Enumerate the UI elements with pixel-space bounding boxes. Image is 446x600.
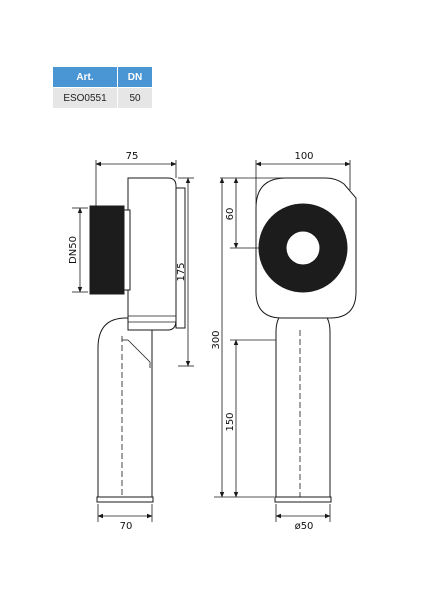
dim-front-outlet-diameter: ø50 <box>295 521 314 532</box>
dim-side-height: 175 <box>176 262 187 281</box>
side-body <box>127 177 177 331</box>
side-pipe-end <box>96 496 154 503</box>
dim-side-connector: DN50 <box>68 236 79 264</box>
side-lower-pipe <box>97 317 153 498</box>
side-view <box>89 177 186 503</box>
spec-table-header-row: Art. DN <box>52 66 153 88</box>
front-pipe-end <box>274 496 332 503</box>
front-view <box>255 177 357 503</box>
dim-front-lower-height: 150 <box>225 412 236 431</box>
cell-art-value: ESO0551 <box>52 87 118 109</box>
side-dimensions <box>72 160 194 522</box>
side-seal <box>89 205 125 295</box>
dim-side-width-top: 75 <box>126 151 139 162</box>
side-back-plate <box>175 187 186 329</box>
spec-table-row: ESO0551 50 <box>52 87 153 109</box>
front-dimensions <box>214 160 351 522</box>
dim-front-top-offset: 60 <box>225 208 236 221</box>
header-art: Art. <box>52 66 118 88</box>
spec-table: Art. DN ESO0551 50 <box>52 66 153 109</box>
cell-dn-value: 50 <box>117 87 153 109</box>
dim-front-width-top: 100 <box>294 151 313 162</box>
dim-side-width-bottom: 70 <box>120 521 133 532</box>
dim-front-total-height: 300 <box>211 330 222 349</box>
front-seal-hole <box>285 230 321 266</box>
header-dn: DN <box>117 66 153 88</box>
front-lower-pipe <box>275 305 331 498</box>
